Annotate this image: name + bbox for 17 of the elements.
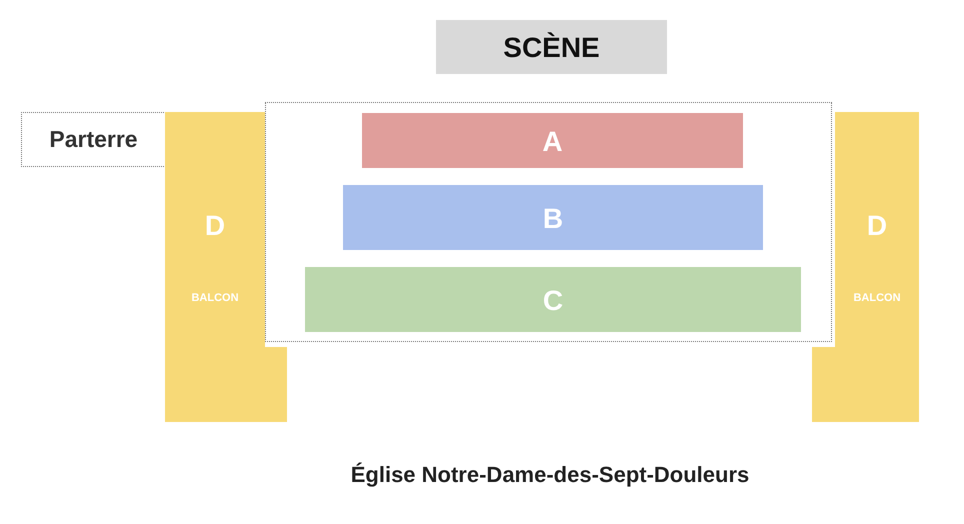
section-letter: D [866,210,888,242]
stage-box [436,20,667,74]
section-letter: A [541,126,564,158]
section-sublabel: BALCON [852,292,902,304]
section-label: Parterre [48,126,139,153]
section-sublabel: BALCON [190,292,240,304]
balcony-section [165,112,287,422]
seating-section [305,267,801,332]
stage-label: SCÈNE [502,32,601,64]
section-letter: D [204,210,226,242]
balcony-section [812,112,919,422]
caption: Église Notre-Dame-des-Sept-Douleurs [350,462,750,488]
seating-area [265,102,832,342]
section-letter: C [542,284,564,316]
seating-section [343,185,763,250]
seating-section [362,113,743,168]
section-letter: B [542,202,564,234]
